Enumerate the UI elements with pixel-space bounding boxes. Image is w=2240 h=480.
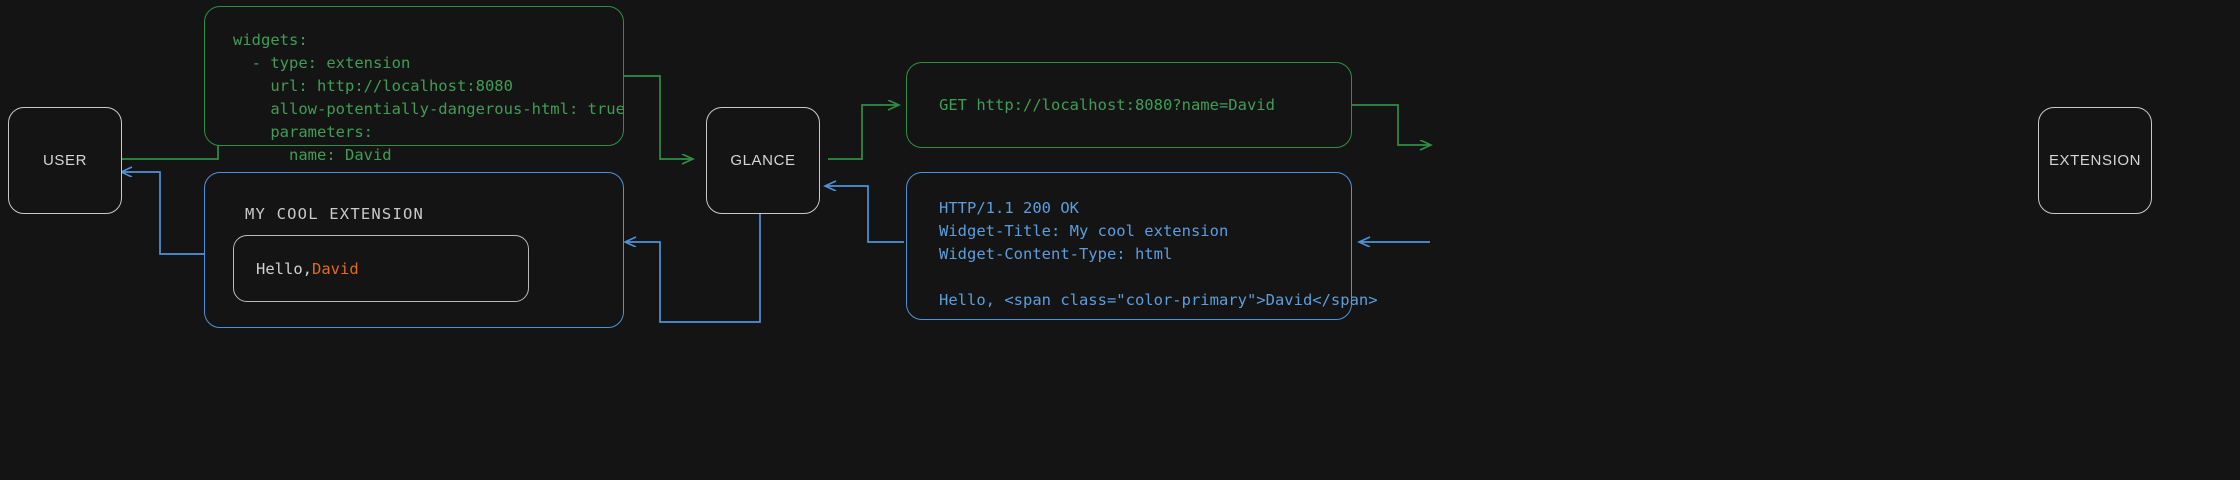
- rendered-widget-greeting: Hello,: [256, 259, 312, 278]
- message-http-response: HTTP/1.1 200 OK Widget-Title: My cool ex…: [906, 172, 1378, 320]
- rendered-widget-body: Hello, David: [233, 235, 529, 302]
- rendered-widget-title: MY COOL EXTENSION: [245, 205, 425, 223]
- message-config-yaml: widgets: - type: extension url: http://l…: [204, 6, 625, 164]
- wire-config-to-glance: [624, 75, 692, 159]
- node-user-label: USER: [42, 152, 88, 169]
- config-yaml-text: widgets: - type: extension url: http://l…: [233, 31, 625, 164]
- node-user[interactable]: USER: [8, 107, 122, 214]
- wire-widget-to-user: [122, 172, 204, 255]
- node-extension[interactable]: EXTENSION: [2038, 107, 2152, 214]
- http-request-text: GET http://localhost:8080?name=David: [939, 95, 1275, 114]
- wire-response-to-glance: [826, 186, 904, 243]
- wire-glance-to-request: [828, 105, 898, 160]
- node-glance[interactable]: GLANCE: [706, 107, 820, 214]
- rendered-widget-name: David: [312, 259, 359, 278]
- node-extension-label: EXTENSION: [2048, 152, 2142, 169]
- node-glance-label: GLANCE: [730, 152, 796, 169]
- wire-request-to-extension: [1352, 104, 1430, 145]
- http-response-text: HTTP/1.1 200 OK Widget-Title: My cool ex…: [939, 199, 1378, 309]
- message-rendered-widget: MY COOL EXTENSION Hello, David: [204, 172, 624, 328]
- wire-glance-to-widget: [626, 213, 761, 323]
- message-http-request: GET http://localhost:8080?name=David: [906, 62, 1352, 148]
